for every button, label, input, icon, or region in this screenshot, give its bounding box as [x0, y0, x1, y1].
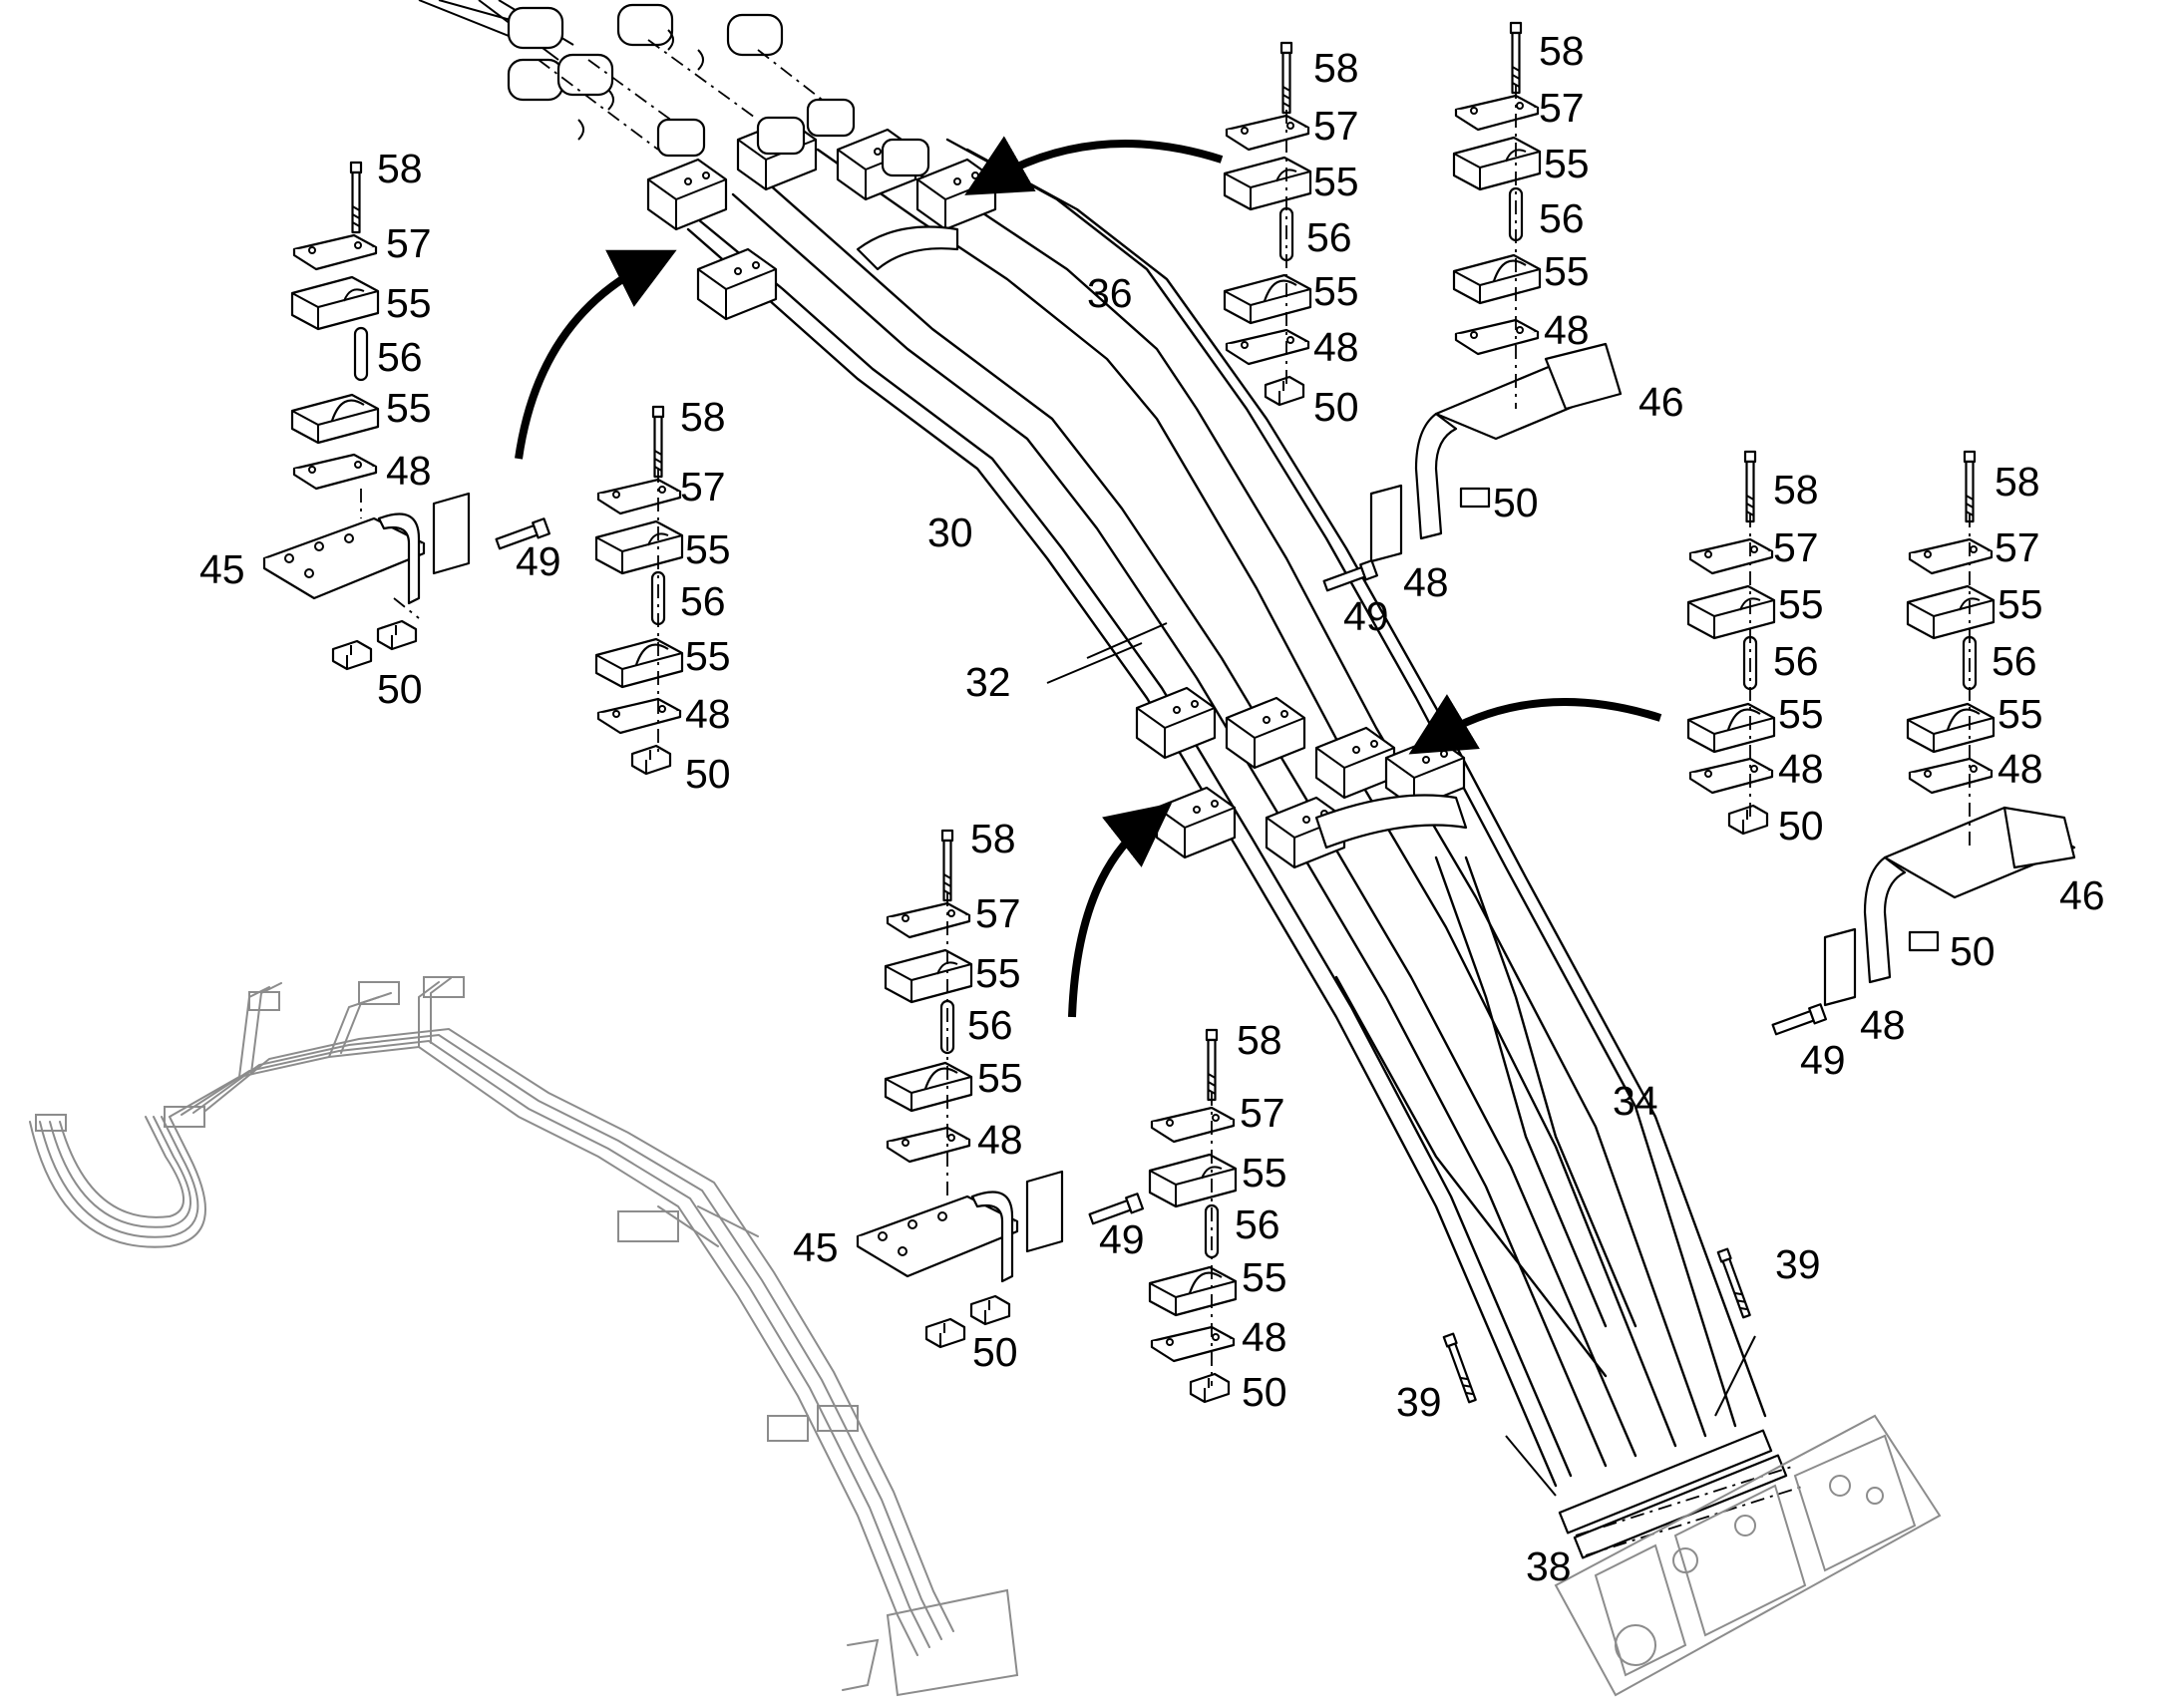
- stack-top-d: [1322, 21, 1623, 592]
- callout-55: 55: [977, 1055, 1023, 1101]
- callout-55: 55: [1778, 691, 1824, 737]
- callout-32: 32: [965, 659, 1011, 705]
- stack-top-c: [1223, 41, 1312, 407]
- callout-48: 48: [1544, 307, 1590, 353]
- callout-48: 48: [1860, 1002, 1906, 1048]
- callout-57: 57: [1773, 524, 1819, 570]
- callout-46: 46: [2059, 872, 2105, 918]
- stack-bottom-h: [1148, 1028, 1238, 1404]
- valve-block: [1554, 1414, 1942, 1697]
- callout-55: 55: [1242, 1150, 1287, 1196]
- overview-drawing: [29, 976, 1019, 1697]
- callout-45: 45: [793, 1224, 839, 1270]
- callout-58: 58: [377, 146, 423, 191]
- callout-57: 57: [975, 890, 1021, 936]
- callout-labels: 58 57 55 56 55 48 45 49 50 58 57 55 56 5…: [199, 28, 2105, 1589]
- hose-bundle: [686, 138, 1806, 1559]
- callout-50: 50: [972, 1329, 1018, 1375]
- callout-48: 48: [1778, 746, 1824, 792]
- stack-left-a: [262, 161, 551, 671]
- callout-55: 55: [685, 526, 731, 572]
- callout-55: 55: [1544, 248, 1590, 294]
- callout-48: 48: [1313, 324, 1359, 370]
- callout-50: 50: [377, 666, 423, 712]
- callout-56: 56: [1992, 638, 2037, 684]
- callout-56: 56: [1235, 1201, 1280, 1247]
- callout-55: 55: [1313, 159, 1359, 204]
- callout-58: 58: [1773, 467, 1819, 512]
- callout-56: 56: [680, 578, 726, 624]
- callout-55: 55: [1242, 1254, 1287, 1300]
- callout-56: 56: [1773, 638, 1819, 684]
- callout-48: 48: [1998, 746, 2043, 792]
- stack-bottom-g: [856, 829, 1145, 1349]
- callout-55: 55: [1998, 581, 2043, 627]
- callout-56: 56: [1306, 214, 1352, 260]
- assembly-arrows: [515, 136, 1662, 1018]
- callout-48: 48: [386, 448, 432, 494]
- callout-55: 55: [1544, 141, 1590, 186]
- callout-50: 50: [1778, 803, 1824, 849]
- callout-56: 56: [1539, 195, 1585, 241]
- callout-57: 57: [386, 220, 432, 266]
- callout-58: 58: [1313, 45, 1359, 91]
- callout-57: 57: [1995, 524, 2040, 570]
- callout-39: 39: [1775, 1241, 1821, 1287]
- callout-49: 49: [1800, 1037, 1846, 1083]
- callout-39: 39: [1396, 1379, 1442, 1425]
- callout-38: 38: [1526, 1543, 1572, 1589]
- callout-36: 36: [1087, 270, 1133, 316]
- middle-hose-clamps: [1135, 686, 1468, 869]
- callout-50: 50: [1313, 384, 1359, 430]
- callout-48: 48: [1403, 559, 1449, 605]
- callout-55: 55: [386, 385, 432, 431]
- callout-48: 48: [1242, 1314, 1287, 1360]
- callout-55: 55: [1778, 581, 1824, 627]
- top-hose-clamps: [646, 98, 997, 321]
- callout-50: 50: [1242, 1369, 1287, 1415]
- callout-55: 55: [1313, 268, 1359, 314]
- callout-55: 55: [685, 633, 731, 679]
- callout-45: 45: [199, 546, 245, 592]
- callout-55: 55: [975, 950, 1021, 996]
- callout-57: 57: [1539, 85, 1585, 131]
- callout-49: 49: [516, 538, 561, 584]
- callout-48: 48: [977, 1117, 1023, 1163]
- callout-58: 58: [1995, 459, 2040, 505]
- stack-right-f: [1771, 450, 2076, 1036]
- callout-30: 30: [927, 510, 973, 555]
- callout-56: 56: [377, 334, 423, 380]
- callout-57: 57: [680, 464, 726, 510]
- callout-34: 34: [1613, 1078, 1658, 1124]
- callout-55: 55: [386, 280, 432, 326]
- callout-57: 57: [1313, 103, 1359, 149]
- stack-left-b: [594, 405, 684, 776]
- callout-50: 50: [685, 751, 731, 797]
- callout-58: 58: [970, 816, 1016, 861]
- callout-57: 57: [1240, 1090, 1285, 1136]
- stack-right-e: [1686, 450, 1776, 836]
- callout-49: 49: [1343, 593, 1389, 639]
- callout-55: 55: [1998, 691, 2043, 737]
- callout-50: 50: [1493, 480, 1539, 525]
- callout-58: 58: [1539, 28, 1585, 74]
- callout-56: 56: [967, 1002, 1013, 1048]
- callout-46: 46: [1638, 379, 1684, 425]
- callout-49: 49: [1099, 1216, 1145, 1262]
- callout-58: 58: [680, 394, 726, 440]
- callout-50: 50: [1950, 928, 1996, 974]
- callout-48: 48: [685, 691, 731, 737]
- callout-58: 58: [1237, 1017, 1282, 1063]
